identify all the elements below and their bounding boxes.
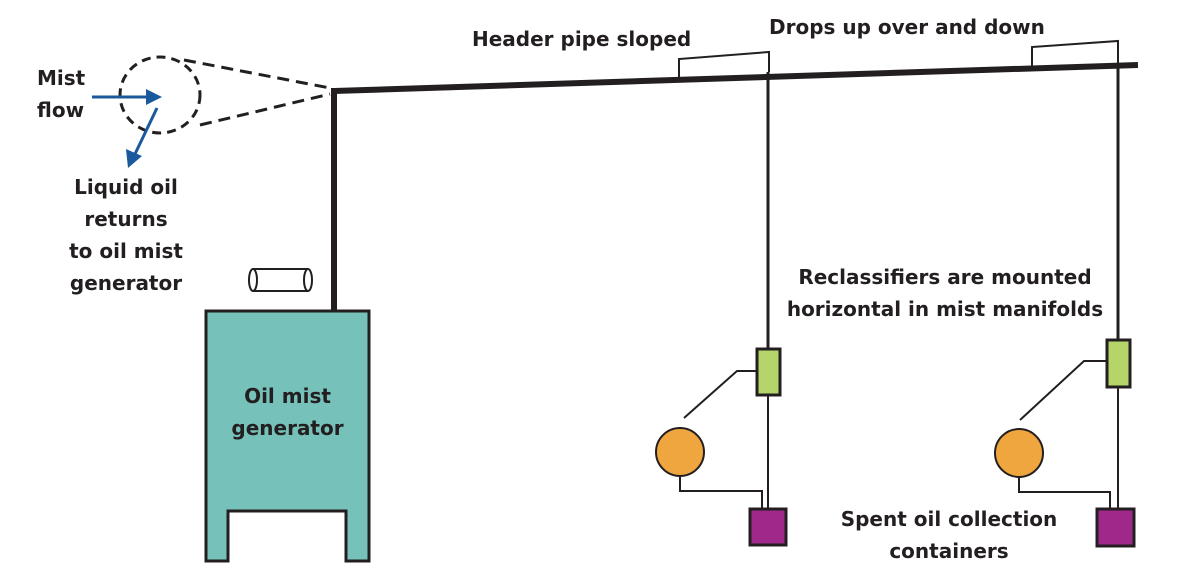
detail-circle bbox=[118, 55, 202, 135]
liquid-oil-line-3: to oil mist bbox=[69, 239, 183, 263]
generator-handle-right bbox=[303, 268, 313, 292]
reclassifiers-line-1: Reclassifiers are mounted bbox=[798, 265, 1092, 289]
drops-label: Drops up over and down bbox=[769, 15, 1045, 39]
oil-circle-2 bbox=[994, 428, 1044, 478]
liquid-oil-line-2: returns bbox=[84, 207, 168, 231]
generator-handle-left bbox=[248, 268, 258, 292]
mist-flow-line-2: flow bbox=[37, 98, 85, 122]
header-pipe bbox=[333, 62, 1139, 94]
liquid-oil-line-1: Liquid oil bbox=[74, 175, 178, 199]
generator-line-1: Oil mist bbox=[244, 384, 331, 408]
drop-2-loop bbox=[1031, 39, 1119, 66]
spent-oil-container-2 bbox=[1095, 507, 1136, 548]
spent-oil-container-1 bbox=[748, 507, 788, 547]
detail-line-bottom bbox=[199, 92, 331, 127]
detail-line-top bbox=[183, 58, 331, 90]
drop-2-branch-lower bbox=[1018, 477, 1111, 510]
drop-2-branch-upper bbox=[1019, 360, 1107, 421]
oil-mist-generator bbox=[204, 309, 371, 563]
drop-1-branch-upper bbox=[683, 370, 757, 419]
generator-line-2: generator bbox=[231, 416, 344, 440]
liquid-oil-line-4: generator bbox=[69, 271, 183, 295]
generator-label: Oil mist generator bbox=[215, 380, 360, 444]
mist-flow-label: Mist flow bbox=[37, 62, 85, 126]
spent-oil-line-2: containers bbox=[889, 539, 1009, 563]
oil-circle-1 bbox=[655, 427, 705, 477]
liquid-oil-arrow bbox=[133, 107, 159, 155]
spent-oil-label: Spent oil collection containers bbox=[833, 503, 1065, 567]
liquid-oil-arrowhead bbox=[126, 149, 142, 168]
reclassifier-1 bbox=[755, 347, 782, 397]
reclassifiers-label: Reclassifiers are mounted horizontal in … bbox=[780, 261, 1110, 325]
header-pipe-label: Header pipe sloped bbox=[472, 27, 692, 51]
mist-flow-line-1: Mist bbox=[37, 66, 86, 90]
reclassifier-2 bbox=[1105, 338, 1132, 389]
drop-1-loop bbox=[678, 50, 770, 77]
liquid-oil-label: Liquid oil returns to oil mist generator bbox=[56, 171, 196, 299]
spent-oil-line-1: Spent oil collection bbox=[840, 507, 1058, 531]
reclassifiers-line-2: horizontal in mist manifolds bbox=[786, 297, 1104, 321]
drop-1-branch-lower bbox=[679, 476, 763, 510]
mist-flow-arrowhead bbox=[146, 89, 162, 105]
